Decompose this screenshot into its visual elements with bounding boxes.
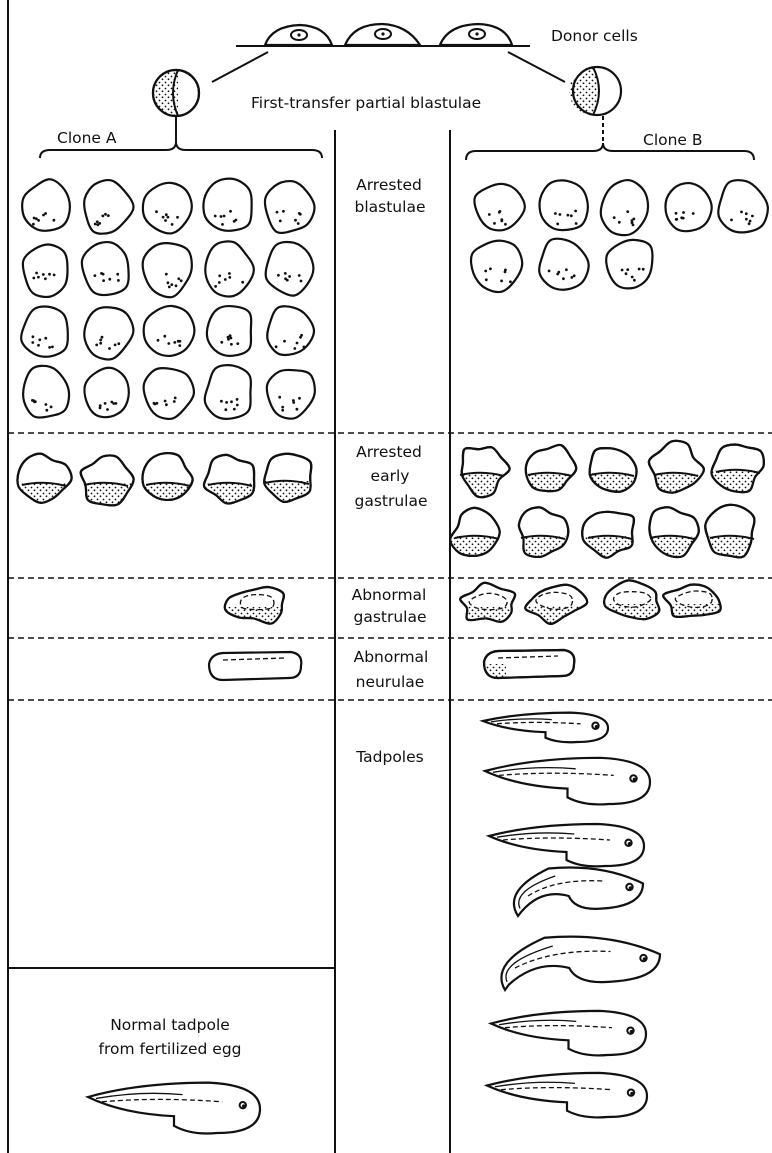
clone-b-tadpole [487,1073,647,1118]
abnormal-gastrula [663,585,720,617]
arrested-blastula [205,365,251,419]
arrested-early-gastrula [81,455,134,505]
arrested-blastula [266,242,314,296]
stage-label-line: blastulae [355,198,426,216]
clone-b-bracket [466,116,754,160]
arrested-blastula [207,306,251,356]
clone-b-tadpole [491,1011,646,1056]
stage-label-line: Abnormal [354,648,429,666]
arrested-blastula [601,180,648,235]
stage-label-arrested-early-gastrulae: Arrested early gastrulae [354,443,427,510]
clone-b-tadpole [489,824,644,866]
normal-tadpole-label-line2: from fertilized egg [98,1040,241,1058]
arrested-blastula [143,183,192,234]
transfer-line-a [212,52,268,82]
stage-label-abnormal-neurulae: Abnormal neurulae [354,648,429,691]
abnormal-gastrula [604,580,659,619]
arrested-blastula [474,184,524,230]
clone-b-label: Clone B [643,131,703,149]
arrested-early-gastrula [264,454,311,502]
arrested-early-gastrula [460,447,510,497]
arrested-early-gastrula [142,453,192,500]
arrested-blastula [22,179,70,231]
abnormal-gastrula [225,587,284,624]
stage-label-abnormal-gastrulae: Abnormal gastrulae [352,586,427,626]
arrested-blastula [540,180,588,230]
clone-a-label: Clone A [57,129,117,147]
clone-b-tadpole [485,758,650,805]
stage-label-line: Arrested [356,443,422,461]
arrested-blastula [539,239,588,290]
stage-label-arrested-blastulae: Arrested blastulae [355,176,426,216]
arrested-blastula [267,370,315,419]
arrested-early-gastrula [705,505,754,558]
arrested-blastula [23,366,69,418]
clone-b-tadpole [483,713,608,743]
abnormal-neurula [484,650,574,678]
partial-blastula-a [153,70,199,116]
arrested-blastula [84,180,133,234]
arrested-early-gastrula [18,454,72,503]
arrested-blastula [471,241,522,292]
arrested-blastula [143,243,192,297]
arrested-blastula [203,179,251,231]
stage-label-line: Arrested [356,176,422,194]
arrested-early-gastrula [526,445,576,491]
abnormal-neurula [209,652,301,680]
arrested-early-gastrula [649,507,698,557]
arrested-early-gastrula [582,512,634,558]
normal-tadpole-label-line1: Normal tadpole [110,1016,230,1034]
first-transfer-label: First-transfer partial blastulae [251,94,481,112]
arrested-blastula [84,368,128,417]
stage-label-line: Tadpoles [355,748,423,766]
arrested-blastula [23,244,68,296]
stage-label-line: gastrulae [354,492,427,510]
clone-b-tadpole [501,937,660,990]
donor-cells [236,24,530,46]
arrested-blastula [718,180,768,232]
arrested-blastula [267,306,314,355]
arrested-blastula [84,307,133,359]
partial-blastula-b [569,67,621,115]
abnormal-gastrula [460,583,515,622]
stage-label-line: gastrulae [353,608,426,626]
arrested-early-gastrula [590,448,637,492]
arrested-blastula [665,183,711,231]
clone-b-tadpole [514,868,643,917]
arrested-blastula [265,181,315,233]
stage-label-line: early [371,467,410,485]
arrested-blastula [21,306,68,356]
donor-cells-label: Donor cells [551,27,638,45]
stage-label-line: Abnormal [352,586,427,604]
arrested-blastula [82,242,129,295]
arrested-early-gastrula [649,441,704,493]
arrested-early-gastrula [450,508,500,556]
arrested-early-gastrula [519,507,568,557]
arrested-blastula [144,368,194,419]
arrested-blastula [144,306,195,356]
arrested-early-gastrula [711,445,763,493]
normal-tadpole [88,1083,260,1134]
arrested-blastula [606,240,652,289]
stage-label-tadpoles: Tadpoles [355,748,423,766]
stage-label-line: neurulae [356,673,425,691]
abnormal-gastrula [525,585,587,624]
transfer-line-b [508,52,565,82]
arrested-early-gastrula [204,455,254,504]
arrested-blastula [205,241,253,296]
